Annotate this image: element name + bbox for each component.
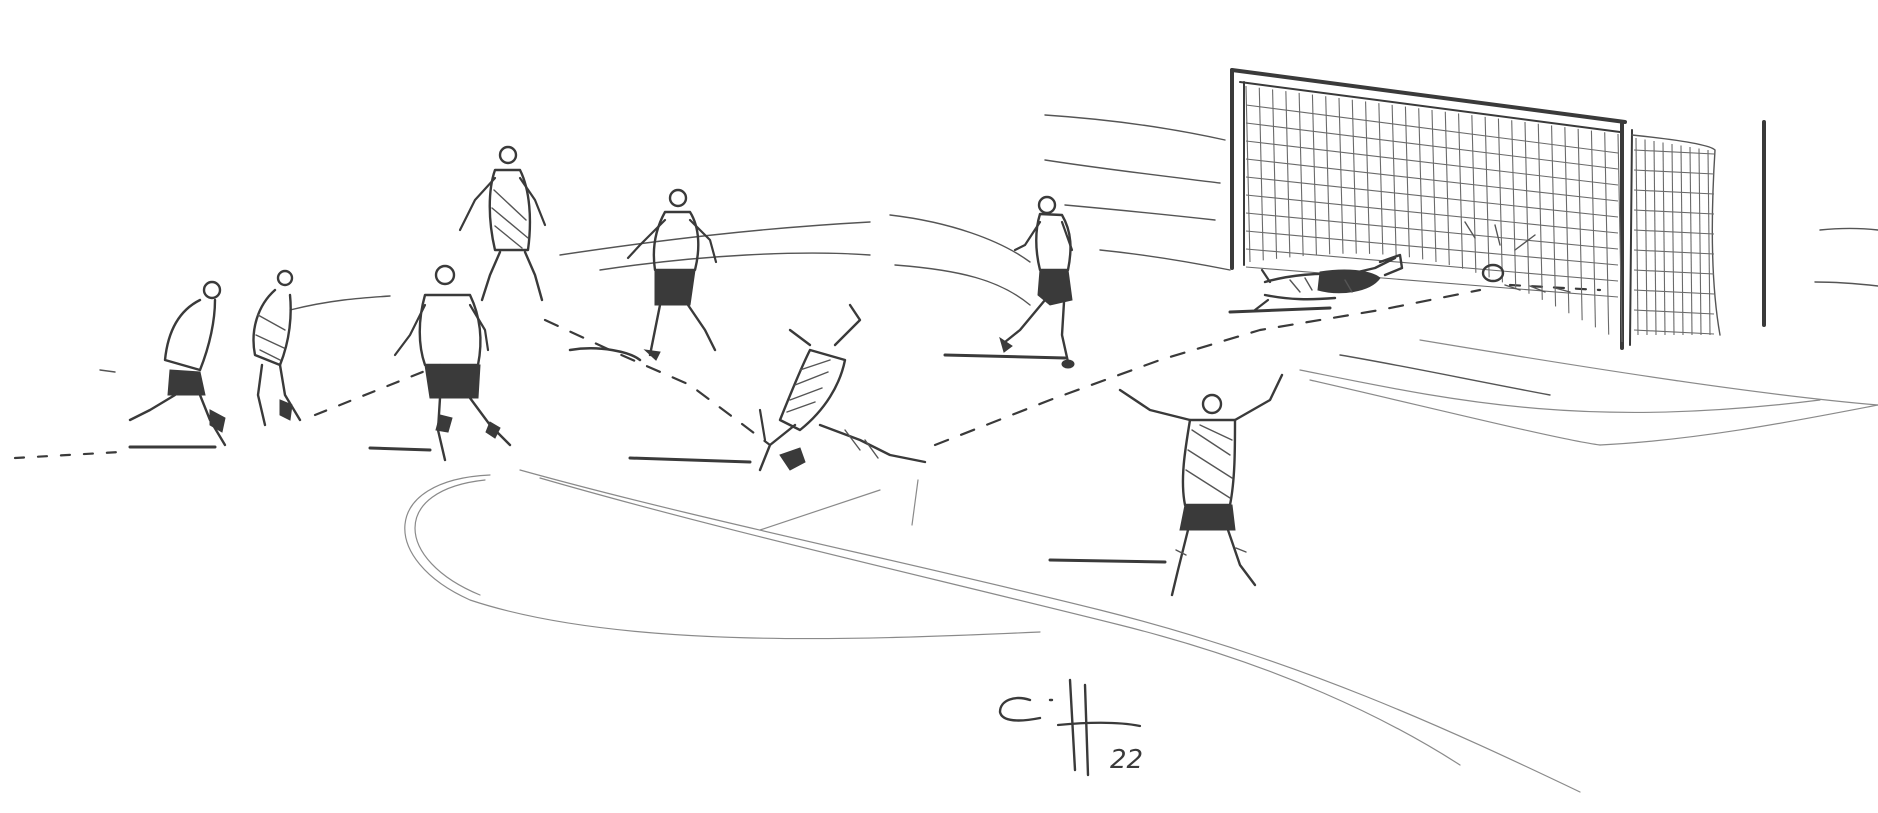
- net-strand: [1444, 111, 1450, 266]
- side-net-strand: [1707, 149, 1711, 336]
- net-strand: [1617, 133, 1623, 343]
- player-striker: [999, 195, 1075, 369]
- net-strand: [1524, 121, 1530, 294]
- goal-net: [1245, 85, 1715, 343]
- net-strand: [1272, 89, 1278, 259]
- net-strand: [1245, 266, 1619, 298]
- side-net-strand: [1698, 148, 1702, 336]
- side-net-strand: [1633, 149, 1715, 155]
- net-strand: [1431, 109, 1437, 263]
- player-celebrating: [1118, 373, 1284, 597]
- player-falling: [758, 303, 927, 472]
- net-strand: [1245, 104, 1619, 154]
- net-strand: [1604, 132, 1610, 335]
- net-strand: [1551, 125, 1557, 307]
- side-net-strand: [1633, 209, 1715, 215]
- net-strand: [1404, 106, 1410, 258]
- net-strand: [1311, 94, 1317, 256]
- net-strand: [1285, 91, 1291, 258]
- net-strand: [1245, 176, 1619, 218]
- signature-year: 22: [1110, 745, 1143, 775]
- side-net-strand: [1633, 169, 1715, 175]
- net-strand: [1391, 104, 1397, 256]
- net-strand: [1418, 108, 1424, 260]
- players-cluster-left: [128, 269, 302, 447]
- net-strand: [1365, 101, 1371, 254]
- net-strand: [1245, 158, 1619, 202]
- pitch-markings: [404, 339, 1878, 793]
- net-strand: [1590, 130, 1596, 328]
- side-net-strand: [1653, 140, 1657, 336]
- net-strand: [1511, 120, 1517, 288]
- side-net-strand: [1689, 146, 1693, 336]
- net-strand: [1471, 115, 1477, 273]
- side-net-strand: [1633, 269, 1715, 275]
- net-strand: [1458, 113, 1464, 269]
- ball-path-dashes: [13, 283, 1602, 460]
- net-strand: [1325, 96, 1331, 255]
- side-net-strand: [1633, 309, 1715, 315]
- net-strand: [1537, 123, 1543, 300]
- side-net-strand: [1633, 229, 1715, 235]
- motion-streaks: [99, 114, 1878, 396]
- side-net-strand: [1633, 329, 1715, 335]
- side-net-strand: [1662, 142, 1666, 336]
- net-strand: [1245, 230, 1619, 266]
- net-strand: [1245, 85, 1251, 263]
- net-strand: [1258, 87, 1264, 261]
- side-net-strand: [1671, 143, 1675, 336]
- net-strand: [1245, 140, 1619, 186]
- net-strand: [1245, 212, 1619, 250]
- side-net-strand: [1633, 289, 1715, 295]
- net-strand: [1378, 103, 1384, 255]
- player-running-center: [626, 188, 718, 361]
- side-net-strand: [1633, 189, 1715, 195]
- net-strand: [1497, 118, 1503, 283]
- net-strand: [1245, 122, 1619, 170]
- net-strand: [1245, 248, 1619, 282]
- net-strand: [1245, 194, 1619, 234]
- side-net-strand: [1680, 145, 1684, 336]
- player-shadows: [128, 306, 1332, 564]
- net-strand: [1351, 99, 1357, 254]
- side-net-strand: [1644, 139, 1648, 336]
- net-strand: [1338, 97, 1344, 254]
- soccer-ball: [1464, 221, 1571, 293]
- net-strand: [1298, 92, 1304, 257]
- net-strand: [1564, 127, 1570, 314]
- artist-signature: 22: [998, 678, 1143, 777]
- goalkeeper-diving: [1253, 253, 1404, 312]
- player-passing: [393, 264, 512, 462]
- net-strand: [1577, 128, 1583, 321]
- side-net-strand: [1633, 249, 1715, 255]
- player-striped-back: [458, 145, 547, 302]
- goal-frame: [1230, 68, 1766, 350]
- net-strand: [1484, 116, 1490, 278]
- side-net-strand: [1635, 137, 1639, 336]
